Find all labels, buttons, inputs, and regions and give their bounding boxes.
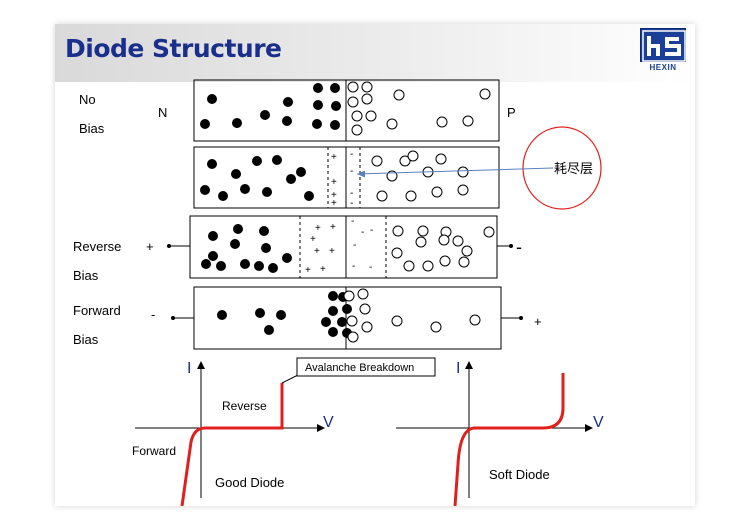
good-axis-v: V xyxy=(323,414,334,431)
good-diode-label: Good Diode xyxy=(215,475,284,490)
soft-axis-i: I xyxy=(456,360,460,377)
avalanche-label: Avalanche Breakdown xyxy=(305,362,414,374)
svg-text:+: + xyxy=(331,190,337,201)
holes-equilibrium xyxy=(371,150,469,202)
electrons-no-bias xyxy=(200,83,341,130)
good-axis-i: I xyxy=(187,360,191,377)
svg-text:-: - xyxy=(350,188,353,199)
holes-reverse xyxy=(391,225,495,272)
equilibrium-junction: ++ ++ -- -- xyxy=(193,146,500,209)
depletion-layer-label: 耗尽层 xyxy=(554,162,593,177)
svg-text:-: - xyxy=(351,216,354,227)
title-bar: Diode Structure xyxy=(55,24,695,82)
hexin-logo: HEXIN xyxy=(640,28,686,72)
soft-diode-graph xyxy=(396,361,593,506)
reverse-minus-terminal: - xyxy=(516,237,522,257)
logo-hs-icon xyxy=(642,30,686,62)
reverse-bias-label-1: Reverse xyxy=(73,239,121,254)
svg-text:-: - xyxy=(352,261,355,272)
page-title: Diode Structure xyxy=(65,34,282,63)
slide: Diode Structure HEXIN xyxy=(55,24,695,506)
soft-diode-label: Soft Diode xyxy=(489,467,550,482)
svg-text:-: - xyxy=(350,166,353,177)
logo-name: HEXIN xyxy=(649,63,677,72)
forward-bias-junction xyxy=(171,286,523,350)
reverse-plus-terminal: + xyxy=(146,239,154,254)
soft-axis-v: V xyxy=(593,414,604,431)
svg-text:+: + xyxy=(305,265,311,276)
ions-reverse: ++ ++ ++ + -- -- -- xyxy=(305,216,373,276)
svg-text:-: - xyxy=(361,227,364,238)
good-diode-graph xyxy=(135,357,436,506)
svg-text:-: - xyxy=(350,198,353,209)
svg-text:+: + xyxy=(329,246,335,257)
electrons-forward xyxy=(217,291,352,338)
electrons-reverse xyxy=(201,224,292,273)
forward-bias-label-1: Forward xyxy=(73,303,121,318)
svg-text:+: + xyxy=(315,223,321,234)
diode-diagram: ++ ++ -- -- xyxy=(73,79,604,506)
reverse-curve-label: Reverse xyxy=(222,399,267,413)
holes-forward xyxy=(343,288,481,343)
no-bias-junction xyxy=(193,79,500,142)
svg-text:+: + xyxy=(331,177,337,188)
forward-plus-terminal: + xyxy=(534,314,542,329)
svg-text:-: - xyxy=(369,262,372,273)
arrow-head-icon xyxy=(357,170,365,178)
n-region-label: N xyxy=(158,105,167,120)
logo-mark xyxy=(640,28,686,62)
svg-text:-: - xyxy=(370,225,373,236)
svg-text:+: + xyxy=(314,246,320,257)
svg-text:+: + xyxy=(320,264,326,275)
svg-text:+: + xyxy=(331,198,337,209)
forward-minus-terminal: - xyxy=(151,307,155,322)
depletion-arrow xyxy=(356,167,554,175)
electrons-equilibrium xyxy=(200,155,314,201)
svg-text:+: + xyxy=(330,222,336,233)
ions-equilibrium: ++ ++ -- -- xyxy=(331,149,353,209)
no-bias-label-1: No xyxy=(79,92,96,107)
reverse-bias-junction: ++ ++ ++ + -- -- -- xyxy=(167,215,513,279)
svg-text:+: + xyxy=(310,234,316,245)
svg-text:-: - xyxy=(353,240,356,251)
reverse-bias-label-2: Bias xyxy=(73,268,99,283)
holes-no-bias xyxy=(347,81,491,136)
svg-text:+: + xyxy=(331,152,337,163)
p-region-label: P xyxy=(507,105,516,120)
svg-text:-: - xyxy=(350,149,353,160)
depletion-ellipse xyxy=(522,126,602,210)
forward-bias-label-2: Bias xyxy=(73,332,99,347)
no-bias-label-2: Bias xyxy=(79,121,105,136)
forward-curve-label: Forward xyxy=(132,444,176,458)
